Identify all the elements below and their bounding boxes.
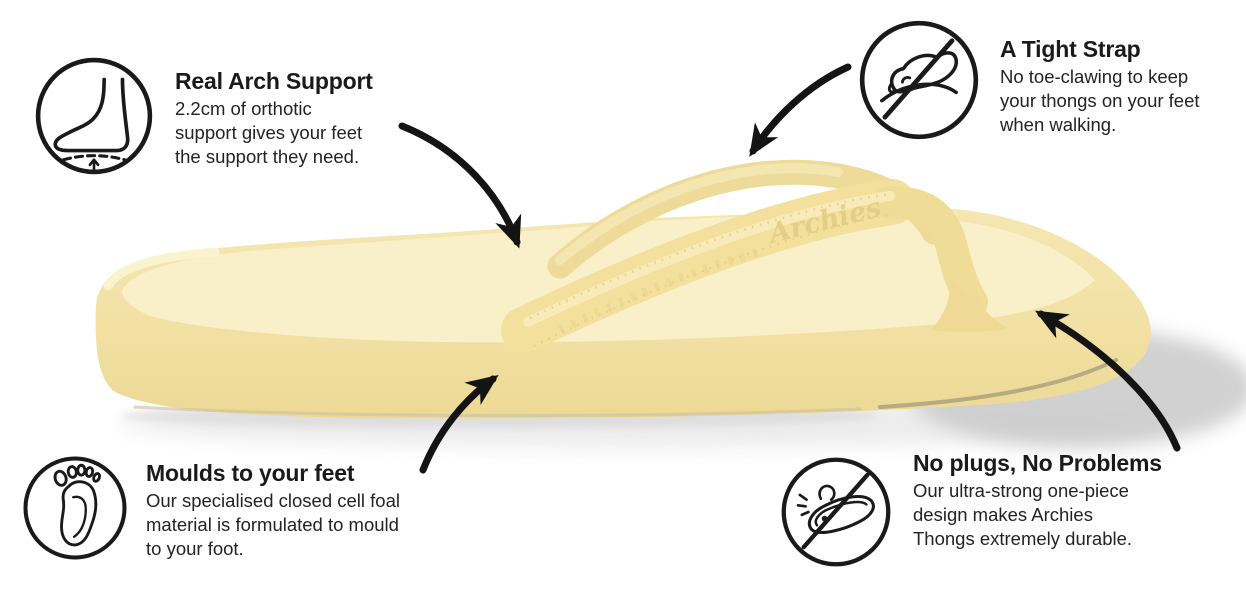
callout-title-tight-strap: A Tight Strap bbox=[1000, 36, 1141, 62]
arrow-tight-strap bbox=[749, 63, 852, 157]
outsole-edge-toe bbox=[878, 358, 1118, 409]
heel-rim-highlight bbox=[103, 247, 220, 291]
foot-arch-icon bbox=[33, 55, 155, 177]
callout-title-moulds: Moulds to your feet bbox=[146, 460, 355, 486]
arrow-moulds bbox=[419, 374, 499, 474]
no-toe-clawing-icon bbox=[857, 18, 981, 142]
callout-body-moulds: Our specialised closed cell foal materia… bbox=[146, 490, 400, 559]
callout-title-no-plugs: No plugs, No Problems bbox=[913, 450, 1162, 476]
no-plug-thong-icon bbox=[779, 455, 893, 569]
callout-body-tight-strap: No toe-clawing to keep your thongs on yo… bbox=[1000, 66, 1200, 135]
callout-body-arch-support: 2.2cm of orthotic support gives your fee… bbox=[175, 98, 363, 167]
annotation-arrows bbox=[398, 63, 1181, 474]
footprint-icon bbox=[21, 454, 129, 562]
callout-title-arch-support: Real Arch Support bbox=[175, 68, 373, 94]
sandal-near-strap: Archies bbox=[501, 179, 1008, 353]
callout-body-no-plugs: Our ultra-strong one-piece design makes … bbox=[913, 480, 1133, 549]
arrow-no-plugs bbox=[1034, 310, 1181, 452]
arrow-arch-support bbox=[398, 122, 522, 249]
outsole-edge-heel bbox=[133, 405, 862, 418]
